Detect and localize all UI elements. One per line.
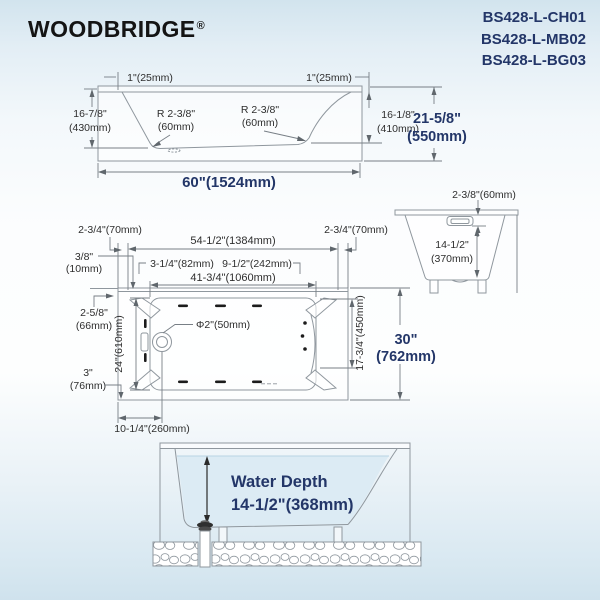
registered-mark: ® <box>196 20 206 32</box>
rim-edge <box>159 442 411 449</box>
basin-outline <box>149 297 317 391</box>
corner-step <box>305 369 338 391</box>
dim-side-edge-in: 3" <box>83 367 93 379</box>
dim-overall-width-mm: (762mm) <box>376 349 436 365</box>
model-number: BS428-L-CH01 <box>482 9 586 26</box>
model-number: BS428-L-MB02 <box>480 30 586 48</box>
water-depth-label: Water Depth <box>231 473 328 491</box>
dim-overall-height-in: 21-5/8" <box>413 111 461 127</box>
water-depth-value: 14-1/2"(368mm) <box>231 496 353 514</box>
side-view-diagram: 1"(25mm) 1"(25mm) 16-7/8" (430mm) R 2-3/… <box>69 72 467 191</box>
ground-hatch <box>152 541 422 567</box>
backrest-curve <box>310 314 316 374</box>
dim-depth-left-mm: (430mm) <box>69 122 111 134</box>
dim-deck-length: 54-1/2"(1384mm) <box>190 235 275 247</box>
button-markers <box>300 321 307 351</box>
dim-radius-left-mm: (60mm) <box>158 121 194 133</box>
jet-markers <box>144 304 262 384</box>
dim-overall-width-in: 30" <box>394 332 417 348</box>
brand-name: WOODBRIDGE <box>28 16 196 42</box>
dim-basin-width: 24"(610mm) <box>113 315 125 372</box>
tub-leg <box>429 279 439 294</box>
top-view-diagram: Φ2"(50mm) 54-1/2"(1384mm) 2-3/4"(70mm) 2… <box>66 224 436 435</box>
dim-depth-left-in: 16-7/8" <box>73 108 107 120</box>
dim-backrest-length: 9-1/2"(242mm) <box>222 258 292 270</box>
dim-drain-offset: 10-1/4"(260mm) <box>114 423 190 435</box>
dim-basin-width-right: 17-3/4"(450mm) <box>354 295 366 371</box>
end-view-diagram: 2-3/8"(60mm) 14-1/2" (370mm) <box>394 189 519 294</box>
dim-deck-side-mm: (66mm) <box>76 320 112 332</box>
tub-basin-profile <box>121 91 352 150</box>
dim-rim-edge-mm: (10mm) <box>66 263 102 275</box>
drain-icon <box>152 332 172 352</box>
dim-overflow-offset: 2-3/8"(60mm) <box>452 189 516 201</box>
dim-basin-length: 41-3/4"(1060mm) <box>190 272 275 284</box>
dim-overall-length: 60"(1524mm) <box>182 174 276 191</box>
control-panel <box>140 332 149 352</box>
tiny-jet-labels <box>261 383 277 385</box>
dim-lip-right: 1"(25mm) <box>306 72 352 84</box>
dim-interior-depth-mm: (370mm) <box>431 253 473 265</box>
dim-interior-depth-in: 14-1/2" <box>435 239 469 251</box>
model-number-list: BS428-L-CH01 BS428-L-MB02 BS428-L-BG03 <box>481 7 586 72</box>
tub-apron-outline <box>97 85 363 162</box>
tub-leg <box>477 279 487 294</box>
water-fill <box>177 456 389 527</box>
dim-overhang-right: 2-3/4"(70mm) <box>324 224 388 236</box>
deck-edge <box>394 209 519 216</box>
dim-overhang-left: 2-3/4"(70mm) <box>78 224 142 236</box>
dim-depth-right-mm: (410mm) <box>377 123 419 135</box>
dim-radius-left-in: R 2-3/8" <box>157 108 195 120</box>
tub-leg <box>218 526 228 543</box>
dim-radius-right-in: R 2-3/8" <box>241 104 279 116</box>
water-depth-diagram: Water Depth 14-1/2"(368mm) <box>152 442 422 568</box>
model-number: BS428-L-BG03 <box>481 52 586 69</box>
brand-logo: WOODBRIDGE® <box>28 16 205 43</box>
dim-overall-height-mm: (550mm) <box>407 129 467 145</box>
dim-radius-right-mm: (60mm) <box>242 117 278 129</box>
dim-drain-diameter: Φ2"(50mm) <box>196 319 250 331</box>
dim-side-edge-mm: (76mm) <box>70 380 106 392</box>
drain-pipe <box>197 520 213 568</box>
dim-depth-right-in: 16-1/8" <box>381 109 415 121</box>
dim-deck-side-in: 2-5/8" <box>80 307 108 319</box>
dim-rim-edge-in: 3/8" <box>75 251 94 263</box>
drain-mark <box>167 148 181 153</box>
tub-rim-outline <box>117 287 349 401</box>
dim-jet-offset: 3-1/4"(82mm) <box>150 258 214 270</box>
dim-lip-left: 1"(25mm) <box>127 72 173 84</box>
tub-leg <box>333 526 343 543</box>
